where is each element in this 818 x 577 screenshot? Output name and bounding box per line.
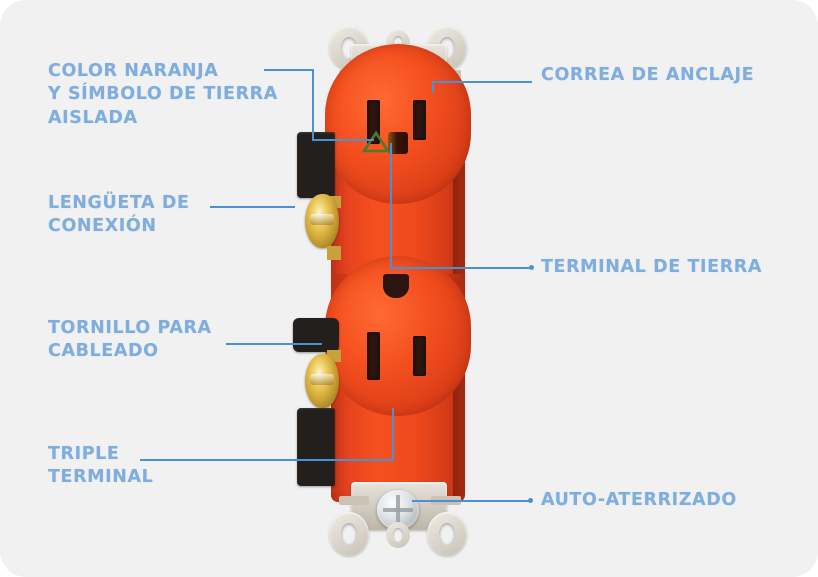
brass-strip-mid	[327, 246, 341, 260]
receptacle-face-top	[325, 44, 471, 204]
leader-triple-terminal-seg2	[392, 408, 394, 460]
wiring-screw-lower	[305, 354, 339, 408]
receptacle-face-bottom	[325, 256, 471, 416]
callout-label-triple-terminal: TRIPLE TERMINAL	[48, 444, 154, 488]
strap-ear-left-bottom	[329, 512, 369, 556]
outlet-illustration	[283, 24, 507, 556]
leader-terminal-tierra-seg2	[390, 267, 532, 269]
mounting-strap-bottom	[329, 482, 467, 556]
callout-label-correa-anclaje: CORREA DE ANCLAJE	[541, 65, 755, 85]
leader-correa-anclaje-seg1	[432, 81, 532, 83]
ground-slot-bottom	[383, 274, 409, 298]
leader-auto-aterrizado-dot	[528, 498, 533, 503]
leader-tornillo-cableado	[226, 343, 322, 345]
leader-triple-terminal-seg1	[140, 459, 394, 461]
leader-terminal-tierra-dot	[529, 265, 534, 270]
slot-neutral-bottom	[367, 332, 380, 380]
triple-terminal-center-tab	[293, 318, 339, 352]
strap-tab-left-bottom	[339, 496, 369, 505]
leader-color-naranja-seg3	[312, 139, 374, 141]
connection-tab-lower	[297, 408, 335, 486]
callout-label-auto-aterrizado: AUTO-ATERRIZADO	[541, 490, 737, 510]
leader-color-naranja-seg1	[264, 69, 314, 71]
callout-label-color-naranja: COLOR NARANJA Y SÍMBOLO DE TIERRA AISLAD…	[48, 61, 278, 128]
callout-label-terminal-tierra: TERMINAL DE TIERRA	[541, 257, 762, 277]
leader-terminal-tierra-seg1	[390, 143, 392, 269]
connection-tab-upper	[297, 132, 335, 198]
slot-hot-top	[413, 100, 426, 140]
leader-color-naranja-seg2	[312, 69, 314, 140]
leader-correa-anclaje-seg2	[432, 81, 434, 93]
callout-label-lengueta-conexion: LENGÜETA DE CONEXIÓN	[48, 193, 190, 237]
callout-label-tornillo-cableado: TORNILLO PARA CABLEADO	[48, 318, 212, 362]
leader-auto-aterrizado	[412, 500, 530, 502]
ground-terminal-slot-top	[388, 132, 408, 154]
strap-ear-right-bottom	[427, 512, 467, 556]
leader-lengueta-conexion	[210, 206, 295, 208]
wiring-screw-upper	[305, 194, 339, 248]
slot-hot-bottom	[413, 336, 426, 376]
strap-center-hole-bottom	[386, 522, 410, 548]
isolated-ground-triangle-icon	[361, 130, 391, 154]
